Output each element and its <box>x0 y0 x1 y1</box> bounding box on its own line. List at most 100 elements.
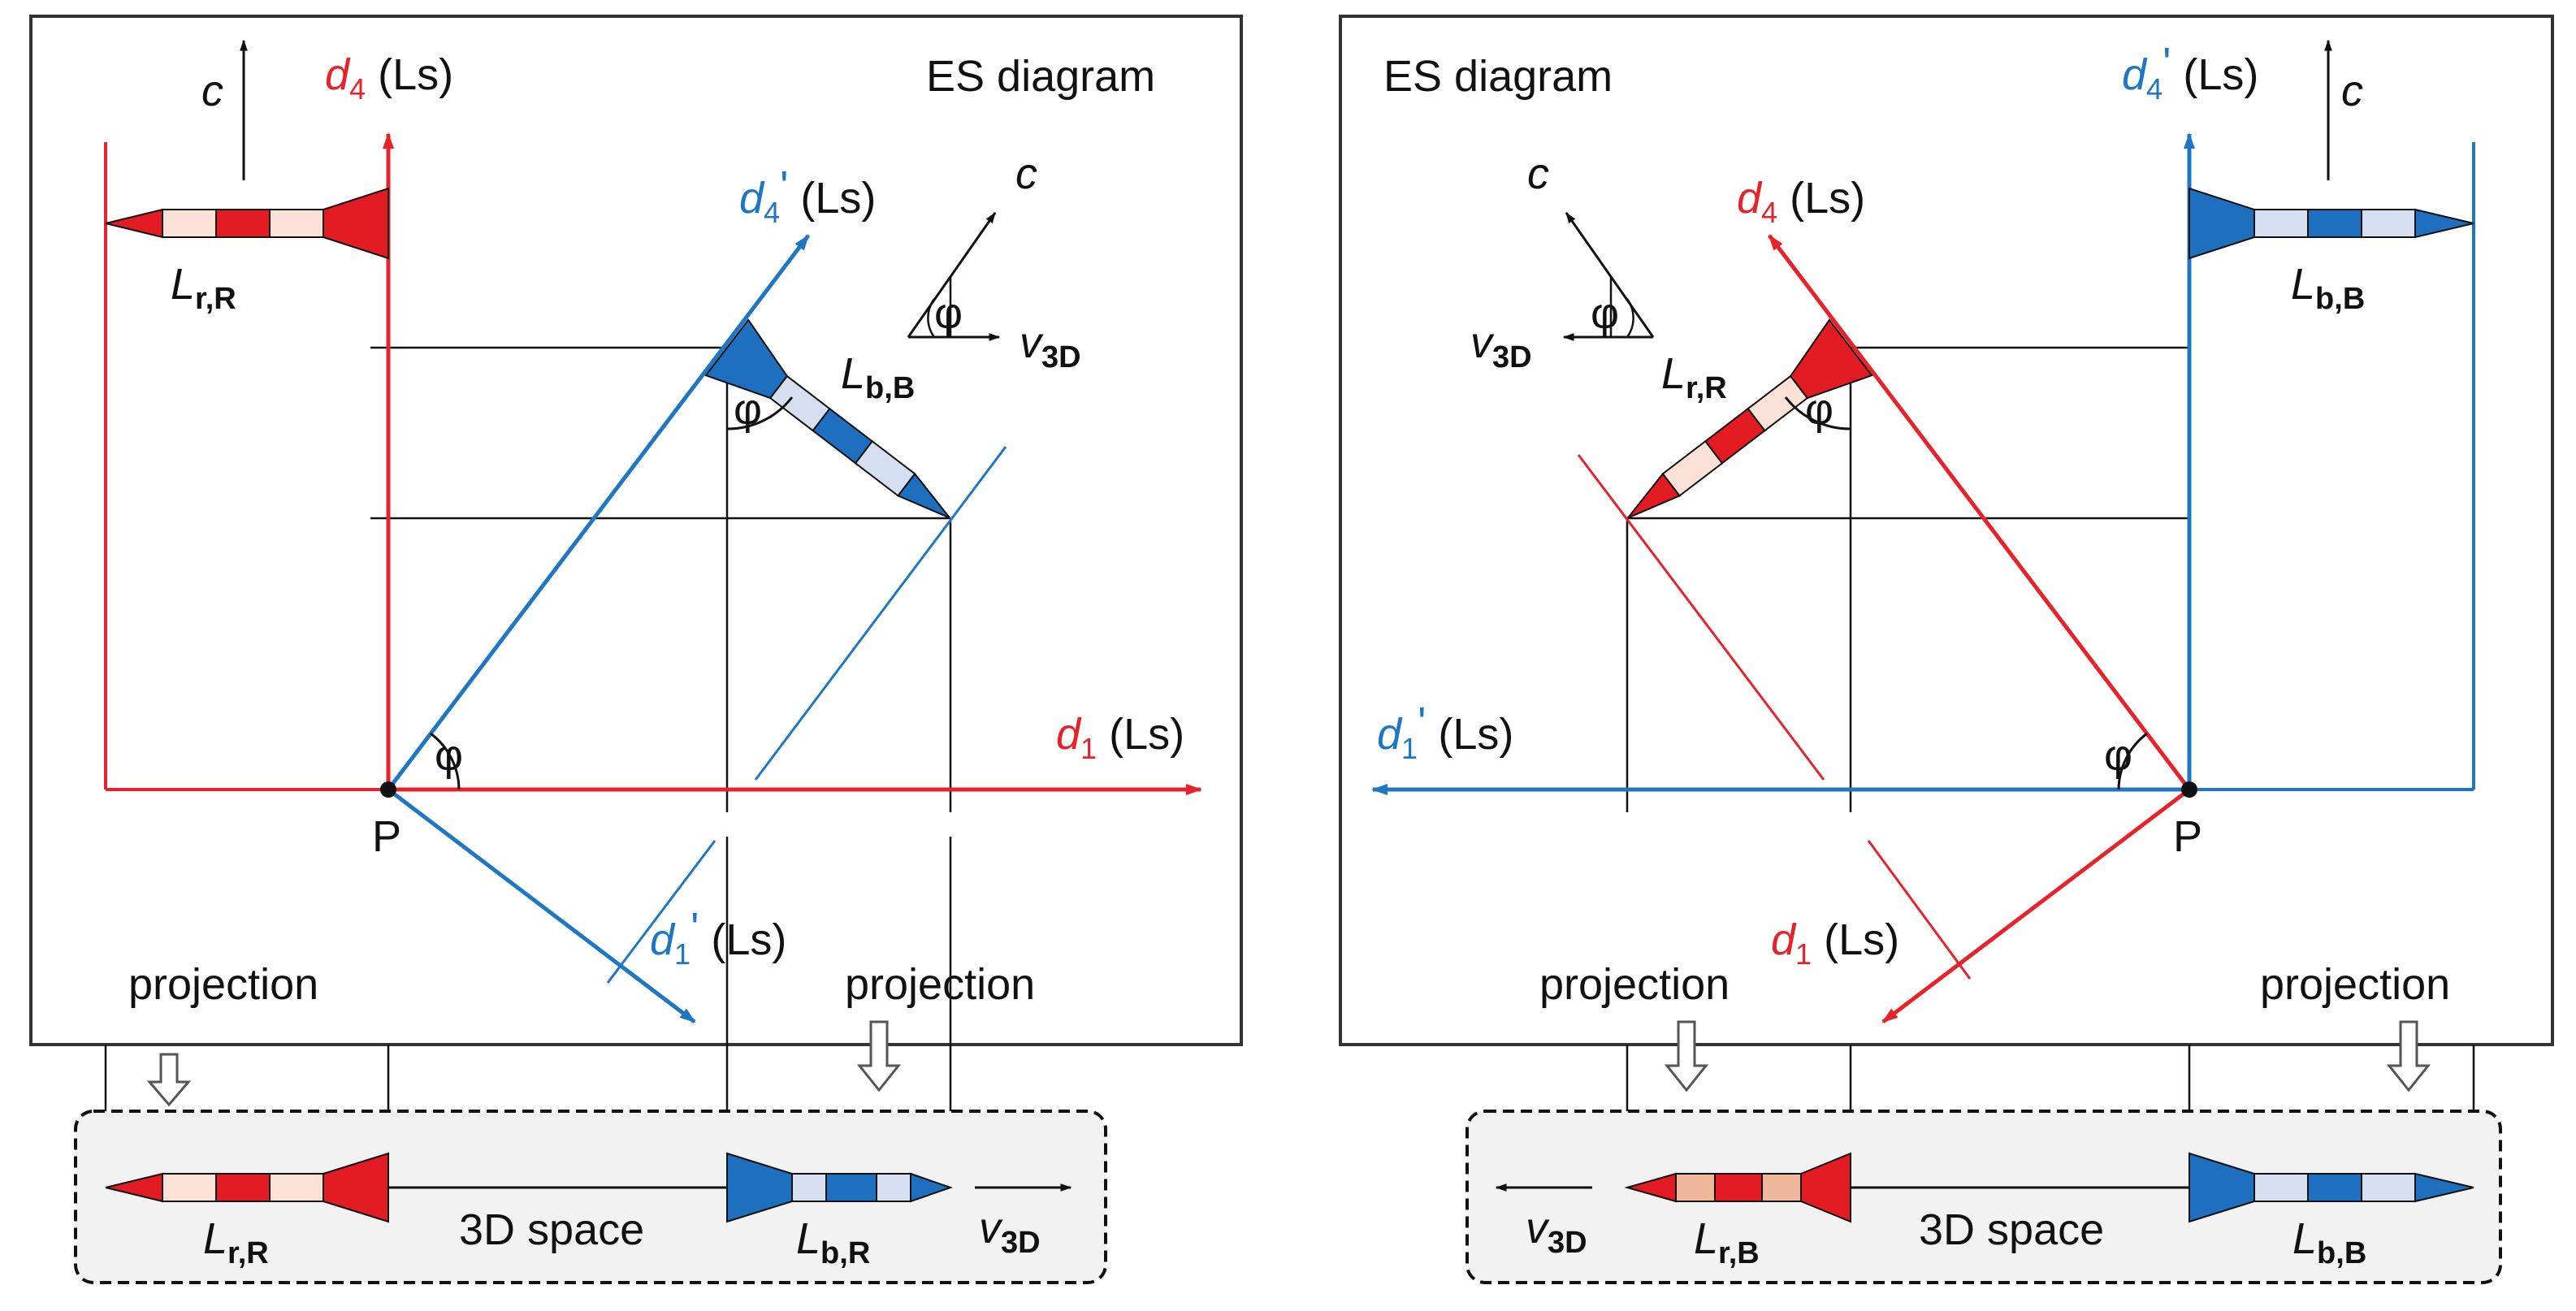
right-space-blue-label: Lb,B <box>2292 1214 2366 1270</box>
left-axis-d4-letter: d <box>325 50 351 99</box>
right-projection-arrow-left <box>1664 1020 1709 1092</box>
left-red-rod <box>105 187 389 260</box>
left-axis-d4-label: d4 (Ls) <box>325 50 453 106</box>
left-space-blue-sub: b,R <box>820 1236 870 1270</box>
left-axis-d1prime <box>387 788 696 1023</box>
left-axis-d1-letter: d <box>1056 710 1082 759</box>
right-space-v-sub: 3D <box>1548 1226 1587 1260</box>
right-space-red-label: Lr,B <box>1694 1214 1760 1270</box>
right-point-p-label: P <box>2173 812 2202 861</box>
right-cv-v-label: v3D <box>1470 318 1532 374</box>
left-space-blue-L: L <box>796 1214 820 1263</box>
right-phi-label: φ <box>2104 731 2132 780</box>
right-panel: ES diagram φ <box>1339 15 2554 1284</box>
right-space-label: 3D space <box>1919 1205 2104 1254</box>
left-axis-d4-unit: (Ls) <box>366 50 453 99</box>
right-red-simul-lines <box>1577 454 1972 980</box>
right-guides <box>1626 346 2475 1137</box>
right-phi-arc <box>2117 732 2148 790</box>
left-projection-left: projection <box>128 960 318 1009</box>
right-axis-d4p-letter: d <box>2122 50 2148 99</box>
left-cv-triangle <box>907 211 1001 341</box>
left-space-blue-rod <box>726 1152 954 1223</box>
right-axis-d1prime-label: d1' (Ls) <box>1377 699 1513 765</box>
left-cv-c-label: c <box>1015 149 1037 198</box>
right-red-rod <box>1627 318 1873 519</box>
right-axis-d1p-prime: ' <box>1418 699 1426 747</box>
right-point-p <box>2181 781 2197 798</box>
right-cv-phi-label: φ <box>1591 289 1619 338</box>
left-title: ES diagram <box>926 52 1155 101</box>
right-frame <box>1339 15 2554 1046</box>
right-space-blue-rod <box>2189 1152 2474 1223</box>
right-axis-d4p-unit: (Ls) <box>2171 50 2258 99</box>
left-space-v-letter: v <box>979 1204 1003 1253</box>
left-space-v-sub: 3D <box>1001 1226 1041 1260</box>
left-blue-simul-lines <box>606 446 1007 984</box>
right-cv-c-label: c <box>1527 149 1549 198</box>
left-red-rod-label: Lr,R <box>171 260 236 316</box>
right-rod-phi-arc <box>1784 396 1851 431</box>
left-frame <box>29 15 1243 1046</box>
left-axis-d1p-unit: (Ls) <box>699 915 786 964</box>
left-red-rod-sub: r,R <box>195 282 236 316</box>
left-space-blue-label: Lb,R <box>796 1214 870 1270</box>
left-3d-space-box <box>74 1110 1107 1284</box>
right-space-blue-sub: b,B <box>2317 1236 2366 1270</box>
left-blue-rod-L: L <box>841 349 865 398</box>
left-space-v-label: v3D <box>979 1204 1041 1260</box>
right-blue-frame <box>2189 142 2475 791</box>
left-axis-d1-unit: (Ls) <box>1097 710 1184 759</box>
left-axis-d4prime-label: d4' (Ls) <box>739 162 876 229</box>
right-axis-d1-label: d1 (Ls) <box>1771 915 1899 971</box>
left-cv-v-sub: 3D <box>1041 340 1081 374</box>
left-space-red-rod <box>105 1152 389 1223</box>
left-axis-d1p-prime: ' <box>691 904 699 953</box>
left-cv-v-label: v3D <box>1020 318 1081 374</box>
left-projection-arrow-right <box>856 1020 902 1092</box>
right-axis-d4-sub: 4 <box>1761 196 1777 229</box>
left-space-red-sub: r,R <box>227 1236 269 1270</box>
right-space-red-L: L <box>1694 1214 1718 1263</box>
left-blue-rod <box>704 318 950 519</box>
right-3d-space-box <box>1466 1110 2502 1284</box>
left-blue-rod-sub: b,B <box>865 371 915 405</box>
right-space-v-letter: v <box>1526 1204 1550 1253</box>
right-blue-rod-label: Lb,B <box>2291 260 2365 316</box>
left-projection-arrow-left <box>146 1053 192 1107</box>
right-projection-left: projection <box>1539 960 1730 1009</box>
right-axis-d1-letter: d <box>1771 915 1797 964</box>
left-blue-rod-label: Lb,B <box>841 349 915 405</box>
left-phi-arc <box>430 732 461 790</box>
right-axis-d1 <box>1881 788 2191 1023</box>
left-axis-d1-sub: 1 <box>1080 732 1097 765</box>
left-red-frame <box>104 142 388 791</box>
right-axis-d1-sub: 1 <box>1795 937 1812 971</box>
right-axis-d4prime-label: d4' (Ls) <box>2122 39 2258 106</box>
right-cv-triangle <box>1562 211 1655 341</box>
right-axis-d1p-sub: 1 <box>1401 732 1418 765</box>
right-axis-d1-unit: (Ls) <box>1812 915 1899 964</box>
right-axis-d1p-unit: (Ls) <box>1426 710 1513 759</box>
right-red-rod-sub: r,R <box>1686 371 1727 405</box>
left-guides <box>104 346 952 1137</box>
right-c-label: c <box>2341 67 2363 115</box>
right-space-v-label: v3D <box>1526 1204 1587 1260</box>
left-axis-d4p-letter: d <box>739 174 765 223</box>
right-axis-d4-letter: d <box>1737 174 1763 223</box>
left-axis-d4prime <box>387 234 810 791</box>
left-point-p-label: P <box>372 812 401 861</box>
left-cv-phi-label: φ <box>934 289 963 338</box>
left-c-label: c <box>201 67 223 115</box>
right-blue-rod <box>2189 187 2474 260</box>
right-blue-rod-L: L <box>2291 260 2315 309</box>
left-axis-d4p-prime: ' <box>780 162 788 211</box>
left-space-red-L: L <box>203 1214 227 1263</box>
right-space-red-sub: r,B <box>1718 1236 1760 1270</box>
left-rod-phi-label: φ <box>734 385 762 434</box>
left-rod-phi-arc <box>726 396 794 431</box>
right-red-rod-L: L <box>1661 349 1686 398</box>
right-rod-phi-label: φ <box>1805 385 1834 434</box>
right-blue-rod-sub: b,B <box>2315 282 2365 316</box>
right-projection-arrow-right <box>2386 1020 2431 1092</box>
